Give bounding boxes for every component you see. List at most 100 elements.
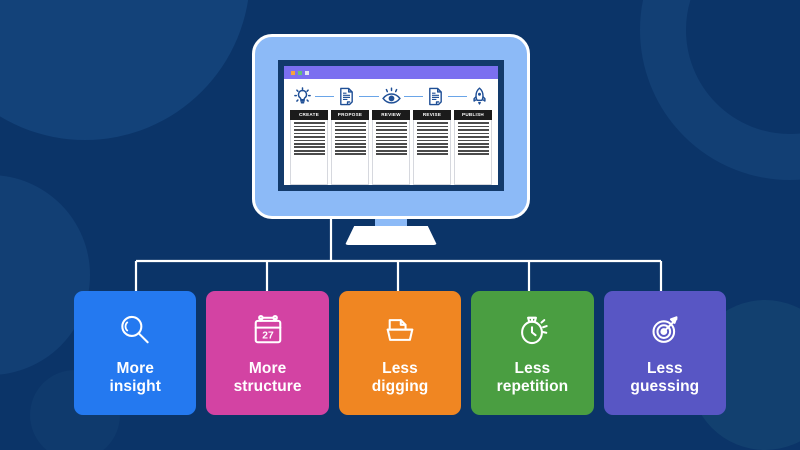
process-column: PROPOSE bbox=[331, 110, 369, 185]
benefit-card-more-insight[interactable]: More insight bbox=[74, 291, 197, 415]
decor-ring-top-right bbox=[640, 0, 800, 180]
benefit-card-less-repetition[interactable]: Less repetition bbox=[471, 291, 594, 415]
benefit-card-less-digging[interactable]: Less digging bbox=[338, 291, 462, 415]
text-line bbox=[416, 129, 448, 131]
text-line bbox=[334, 149, 366, 152]
document-icon bbox=[428, 87, 442, 106]
process-column-body bbox=[454, 119, 492, 185]
text-line bbox=[457, 129, 489, 131]
text-line bbox=[457, 125, 489, 128]
benefit-card-label: More insight bbox=[109, 360, 161, 395]
text-line bbox=[375, 153, 407, 156]
text-line bbox=[416, 132, 448, 135]
text-line bbox=[375, 129, 407, 131]
process-column-body bbox=[413, 119, 451, 185]
text-line bbox=[334, 125, 366, 128]
lightbulb-icon bbox=[294, 87, 311, 104]
text-line bbox=[334, 136, 366, 138]
text-line bbox=[375, 146, 407, 149]
text-line bbox=[334, 132, 366, 135]
text-line bbox=[293, 136, 325, 138]
text-line bbox=[416, 153, 448, 156]
text-line bbox=[293, 129, 325, 131]
process-connector-dash bbox=[403, 96, 423, 97]
calendar-day-number: 27 bbox=[262, 330, 274, 341]
process-column-header: PROPOSE bbox=[331, 110, 369, 120]
text-line bbox=[293, 142, 325, 145]
text-line bbox=[375, 122, 407, 124]
text-line bbox=[293, 122, 325, 124]
text-line bbox=[375, 142, 407, 145]
text-line bbox=[334, 129, 366, 131]
window-dot-white-icon bbox=[305, 70, 309, 75]
text-line bbox=[334, 146, 366, 149]
text-line bbox=[334, 153, 366, 156]
text-line bbox=[293, 132, 325, 135]
benefit-card-less-guessing[interactable]: Less guessing bbox=[603, 291, 727, 415]
process-connector-dash bbox=[359, 96, 379, 97]
target-dart-icon bbox=[652, 316, 678, 343]
text-line bbox=[457, 122, 489, 124]
text-line bbox=[375, 139, 407, 142]
text-line bbox=[416, 139, 448, 142]
window-dot-orange-icon bbox=[291, 70, 295, 75]
benefit-card-label: Less digging bbox=[371, 360, 429, 395]
process-connector-dash bbox=[447, 96, 467, 97]
text-line bbox=[457, 139, 489, 142]
process-column: PUBLISH bbox=[454, 110, 492, 185]
window-dot-green-icon bbox=[298, 70, 302, 75]
eye-icon bbox=[381, 87, 401, 104]
text-line bbox=[293, 146, 325, 149]
text-line bbox=[416, 142, 448, 145]
process-column-header: PUBLISH bbox=[454, 110, 492, 120]
text-line bbox=[457, 153, 489, 156]
process-column: CREATE bbox=[290, 110, 328, 185]
process-connector-dash bbox=[315, 96, 335, 97]
process-icon-row bbox=[290, 84, 492, 110]
file-tray-icon bbox=[386, 319, 414, 341]
text-line bbox=[457, 132, 489, 135]
text-line bbox=[457, 142, 489, 145]
process-column: REVISE bbox=[413, 110, 451, 185]
text-line bbox=[416, 146, 448, 149]
stopwatch-icon bbox=[521, 316, 549, 345]
text-line bbox=[375, 136, 407, 138]
text-line bbox=[416, 149, 448, 152]
text-line bbox=[457, 136, 489, 138]
monitor-stand bbox=[345, 226, 437, 245]
process-column: REVIEW bbox=[372, 110, 410, 185]
text-line bbox=[293, 125, 325, 128]
process-column-body bbox=[290, 119, 328, 185]
process-column-body bbox=[372, 119, 410, 185]
text-line bbox=[334, 122, 366, 124]
process-column-header: CREATE bbox=[290, 110, 328, 120]
text-line bbox=[293, 153, 325, 156]
text-line bbox=[457, 149, 489, 152]
text-line bbox=[334, 142, 366, 145]
process-column-header: REVIEW bbox=[372, 110, 410, 120]
text-line bbox=[375, 149, 407, 152]
browser-titlebar bbox=[284, 66, 498, 79]
process-column-header: REVISE bbox=[413, 110, 451, 120]
decor-circle-top-left bbox=[0, 0, 250, 140]
text-line bbox=[416, 125, 448, 128]
text-line bbox=[375, 125, 407, 128]
text-line bbox=[457, 146, 489, 149]
benefit-card-label: More structure bbox=[233, 360, 302, 395]
text-line bbox=[293, 139, 325, 142]
text-line bbox=[375, 132, 407, 135]
calendar-icon: 27 bbox=[254, 314, 281, 344]
rocket-icon bbox=[473, 87, 486, 105]
magnifier-icon bbox=[121, 315, 149, 344]
benefit-card-label: Less guessing bbox=[630, 360, 700, 395]
text-line bbox=[334, 139, 366, 142]
benefit-card-label: Less repetition bbox=[496, 360, 569, 395]
